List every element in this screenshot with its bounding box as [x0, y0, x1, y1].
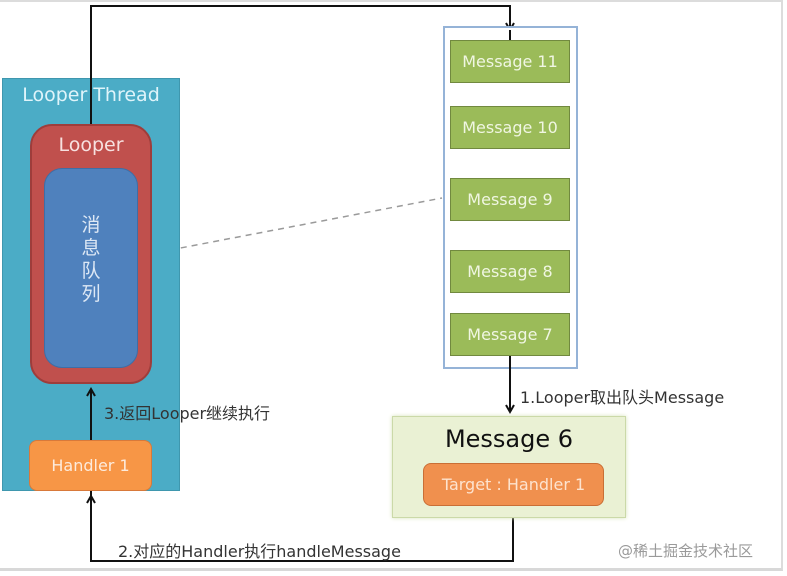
message-item: Message 11 [450, 40, 570, 83]
message-queue-label-char: 消 [81, 214, 101, 236]
step2-label: 2.对应的Handler执行handleMessage [118, 542, 401, 561]
current-message-title: Message 6 [444, 425, 574, 453]
step1-label: 1.Looper取出队头Message [520, 388, 725, 407]
message-queue-box [44, 168, 138, 368]
watermark: @稀土掘金技术社区 [618, 542, 754, 560]
message-queue-label: 消息队列 [44, 214, 138, 306]
message-item: Message 9 [450, 178, 570, 221]
message-item: Message 10 [450, 106, 570, 149]
dashed-connector [169, 197, 443, 251]
step2-arrow [91, 496, 514, 562]
message-target-box: Target : Handler 1 [423, 463, 604, 506]
message-item: Message 8 [450, 250, 570, 293]
message-queue-label-char: 列 [81, 283, 101, 305]
handler-box: Handler 1 [29, 440, 152, 491]
step3-label: 3.返回Looper继续执行 [104, 404, 271, 423]
looper-title: Looper [58, 134, 124, 156]
message-item: Message 7 [450, 313, 570, 356]
message-queue-label-char: 队 [81, 260, 101, 282]
message-queue-label-text: 消息队列 [44, 214, 138, 306]
loop-line-top [90, 5, 510, 124]
message-queue-label-char: 息 [81, 237, 101, 259]
